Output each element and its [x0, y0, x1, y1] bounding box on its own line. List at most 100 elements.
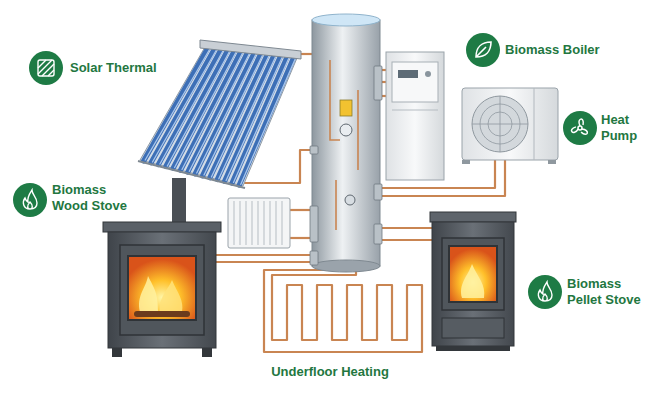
radiator-part-part [246, 201, 247, 245]
solar-panel-part-part [211, 56, 269, 177]
heat-pump-unit-part [472, 96, 528, 152]
pellet-stove-part [430, 212, 516, 222]
solar-panel-part-part [182, 53, 243, 170]
solar-panel-part-part [160, 51, 223, 164]
hot-water-cylinder-part-part [310, 206, 318, 242]
solar-panel-part [144, 47, 294, 185]
hot-water-cylinder-part-part [357, 90, 359, 170]
pellet-stove-part [461, 264, 484, 298]
component-label: Biomass Wood Stove [52, 182, 138, 215]
wood-stove-part [108, 232, 216, 348]
radiator-part-part [252, 201, 253, 245]
heat-pump-unit-part [534, 88, 535, 160]
hot-water-cylinder [310, 14, 382, 272]
wood-stove-part [103, 222, 221, 232]
flame-icon-part [538, 282, 552, 301]
solar-icon-part-part [38, 60, 54, 76]
hot-water-cylinder-part [340, 124, 352, 136]
fan-icon-part-part [578, 126, 582, 130]
solar-panel-part [145, 49, 295, 184]
wood-stove-part [202, 348, 212, 357]
leaf-icon-part [476, 42, 491, 57]
pipe-work-part [290, 209, 312, 211]
radiator-part [234, 201, 282, 245]
radiator-part [228, 198, 290, 248]
component-label: Solar Thermal [70, 60, 157, 76]
pipe-work-part [380, 227, 432, 229]
pipe-work-part [380, 239, 432, 241]
radiator-part-part [258, 201, 259, 245]
heat-pump-unit [462, 88, 558, 164]
heat-pump-unit-part [548, 160, 556, 164]
solar-panel-part-part [226, 58, 282, 181]
solar-panel [138, 40, 301, 188]
hot-water-cylinder-part-part [374, 66, 382, 100]
fan-icon-part-part [579, 119, 583, 126]
pellet-stove [430, 212, 516, 351]
pellet-stove-part [432, 222, 514, 346]
component-label: Underfloor Heating [271, 364, 389, 380]
hot-water-cylinder-part [310, 66, 382, 265]
radiator-part-part [282, 201, 283, 245]
solar-icon-part-part [38, 60, 54, 76]
solar-panel-part [138, 161, 245, 188]
solar-panel-part-part [175, 52, 237, 168]
hot-water-cylinder-part [312, 260, 380, 272]
wood-stove-part [112, 348, 122, 357]
solar-panel-part-part [241, 59, 295, 184]
wood-stove-part [139, 276, 158, 312]
hot-water-cylinder-part-part [374, 224, 382, 244]
solar-icon-part [38, 60, 54, 76]
leaf-icon-part [466, 33, 500, 67]
wood-stove-part [172, 178, 186, 224]
pellet-stove-part [436, 346, 510, 351]
pellet-stove-part [449, 246, 497, 302]
hot-water-cylinder-part [312, 20, 380, 266]
solar-panel-part-part [204, 56, 262, 176]
hot-water-cylinder-part [312, 14, 380, 26]
flame-icon-part [23, 190, 37, 209]
hot-water-cylinder-part-part [374, 184, 382, 200]
solar-panel-part-part [189, 54, 249, 171]
solar-panel-part-part [197, 55, 256, 174]
biomass-boiler-part [386, 52, 444, 180]
biomass-boiler-part [398, 70, 418, 78]
pellet-stove-part [442, 238, 504, 310]
biomass-boiler-part [392, 62, 438, 102]
heat-pump-unit-part [462, 88, 558, 160]
radiator-part-part [270, 201, 271, 245]
pipe-work-part [216, 254, 312, 256]
leaf-icon [466, 33, 500, 67]
biomass-boiler-part [392, 110, 438, 111]
radiator-part-part [240, 201, 241, 245]
solar-icon-part [29, 51, 63, 85]
hot-water-cylinder-part-part [310, 251, 318, 265]
hot-water-cylinder-part [330, 60, 358, 230]
solar-panel-part [200, 40, 301, 59]
flame-icon-part [528, 275, 562, 309]
pipe-work-part [300, 53, 312, 55]
flame-icon [528, 275, 562, 309]
component-label: Biomass Pellet Stove [567, 276, 655, 309]
solar-icon [29, 51, 63, 85]
hot-water-cylinder-part-part [335, 180, 337, 230]
fan-icon-part [571, 119, 589, 135]
radiator-part-part [234, 201, 235, 245]
hot-water-cylinder-part [340, 100, 352, 116]
hot-water-cylinder-part-part [310, 146, 318, 154]
solar-panel-part-part [234, 59, 289, 183]
wood-stove-part [128, 256, 196, 320]
biomass-boiler-part [425, 71, 431, 77]
wood-stove-part [120, 245, 204, 335]
solar-panel-part-part [219, 57, 276, 179]
heat-pump-unit-part [462, 160, 470, 164]
pipe-work-part [216, 261, 312, 263]
hot-water-cylinder-part [345, 195, 355, 205]
radiator-part-part [264, 201, 265, 245]
flame-icon [13, 183, 47, 217]
heat-pump-unit-part [500, 96, 501, 152]
component-label: Heat Pump [601, 112, 649, 145]
solar-panel-part-part [167, 52, 229, 167]
